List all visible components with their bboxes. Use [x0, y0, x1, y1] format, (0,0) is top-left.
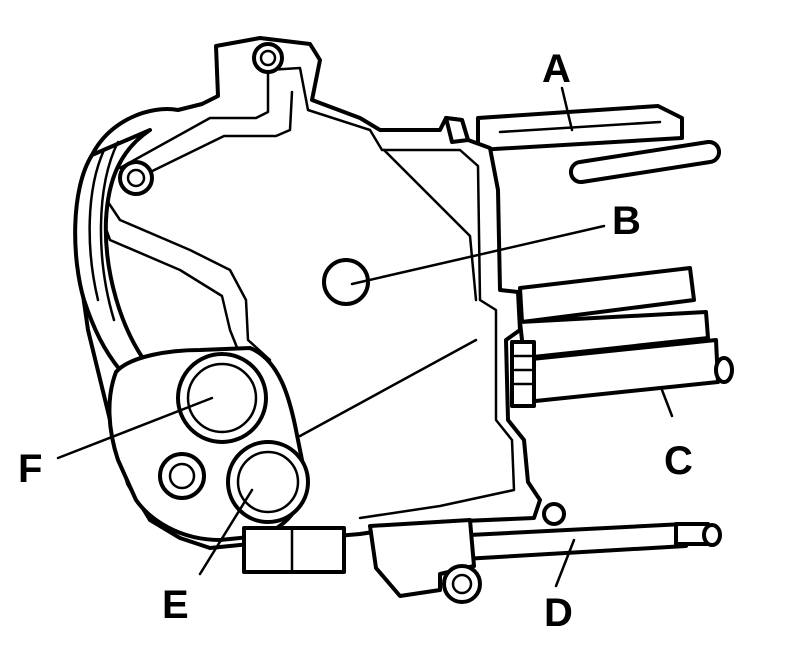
leader-b — [350, 224, 606, 286]
leader-c — [660, 388, 674, 418]
lower-bracket — [242, 502, 566, 604]
callout-c: C — [664, 439, 693, 483]
part-b-orifice — [322, 258, 370, 306]
callout-a: A — [542, 47, 571, 91]
callout-d: D — [544, 591, 573, 635]
port-block — [107, 346, 310, 542]
part-a-shaft — [476, 104, 721, 185]
leader-f — [56, 396, 214, 460]
leader-a — [560, 86, 574, 132]
part-c-actuator — [510, 266, 734, 408]
callout-b: B — [612, 199, 641, 243]
callout-f: F — [18, 447, 42, 491]
leader-e — [198, 488, 254, 576]
callout-e: E — [162, 583, 189, 627]
leader-d — [554, 538, 576, 588]
